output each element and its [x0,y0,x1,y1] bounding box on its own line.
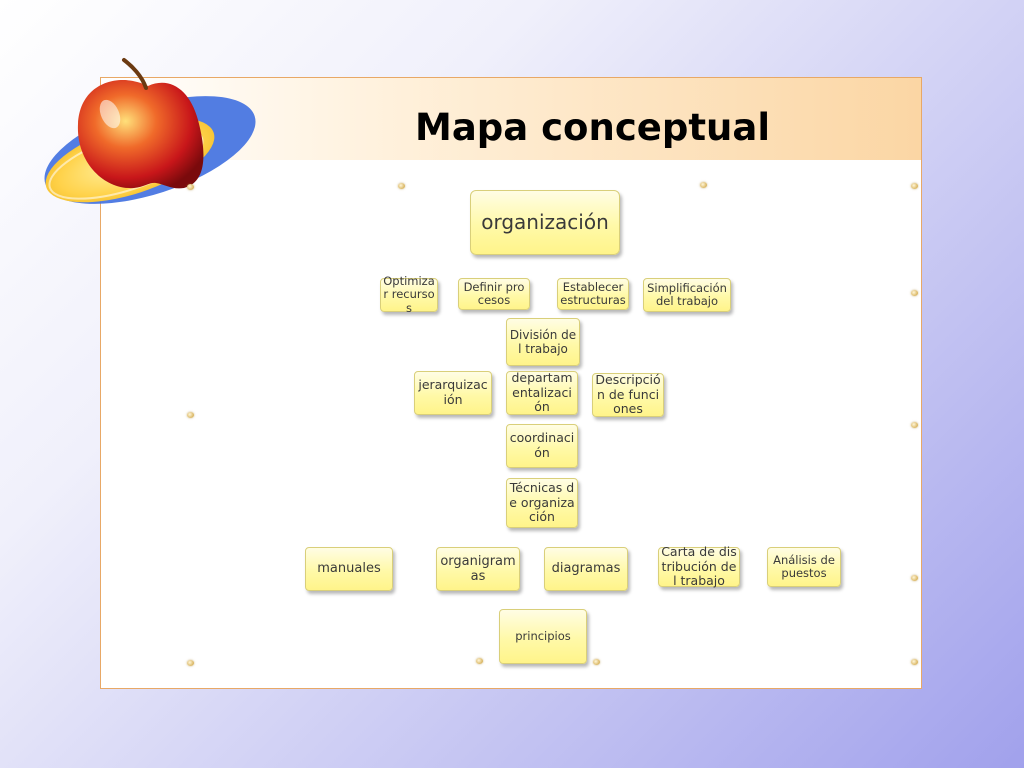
concept-node-diagramas: diagramas [544,547,628,591]
concept-node-label: organización [481,209,609,234]
decorative-dot [187,660,194,666]
concept-node-departamentalizacion: departamentalización [506,370,578,415]
concept-node-descripcion-de-funciones: Descripción de funciones [592,372,664,417]
decorative-dot [700,182,707,188]
concept-node-label: departamentalización [511,370,573,415]
concept-node-organigramas: organigramas [436,547,520,591]
concept-node-establecer-estructuras: Establecer estructuras [557,278,629,310]
concept-node-optimizar-recursos: Optimizar recursos [380,273,438,315]
concept-node-label: Optimizar recursos [383,273,435,315]
concept-node-carta-de-distribucion: Carta de distribución del trabajo [658,544,740,589]
apple-icon [44,58,256,204]
concept-node-label: manuales [317,561,381,577]
concept-node-analisis-de-puestos: Análisis de puestos [767,547,841,587]
slide-title: Mapa conceptual [415,106,771,149]
concept-node-organizacion: organización [470,190,620,255]
concept-node-label: División del trabajo [509,327,577,356]
concept-node-label: organigramas [440,553,516,584]
concept-node-division-del-trabajo: División del trabajo [506,318,580,366]
concept-node-manuales: manuales [305,547,393,591]
concept-node-label: Establecer estructuras [560,279,626,307]
decorative-dot [476,658,483,664]
concept-node-tecnicas-de-organizacion: Técnicas de organización [506,478,578,528]
decorative-dot [911,422,918,428]
concept-node-label: jerarquización [418,377,488,407]
decorative-dot [593,659,600,665]
concept-node-label: Técnicas de organización [509,480,575,525]
decorative-dot [398,183,405,189]
concept-node-label: Análisis de puestos [773,552,835,580]
concept-node-label: principios [515,628,571,643]
concept-node-label: Descripción de funciones [595,372,661,417]
decorative-dot [911,659,918,665]
concept-node-label: Carta de distribución del trabajo [661,544,737,589]
concept-node-label: Simplificación del trabajo [647,280,727,308]
decorative-dot [911,183,918,189]
concept-node-label: Definir procesos [463,279,525,307]
concept-node-label: diagramas [551,561,621,577]
decorative-dot [911,290,918,296]
concept-node-principios: principios [499,609,587,664]
concept-node-coordinacion: coordinación [506,424,578,468]
decorative-dot [187,184,194,190]
concept-node-simplificacion: Simplificación del trabajo [643,278,731,312]
concept-node-label: coordinación [509,430,575,460]
decorative-dot [187,412,194,418]
concept-node-definir-procesos: Definir procesos [458,278,530,310]
concept-node-jerarquizacion: jerarquización [414,371,492,415]
decorative-dot [911,575,918,581]
